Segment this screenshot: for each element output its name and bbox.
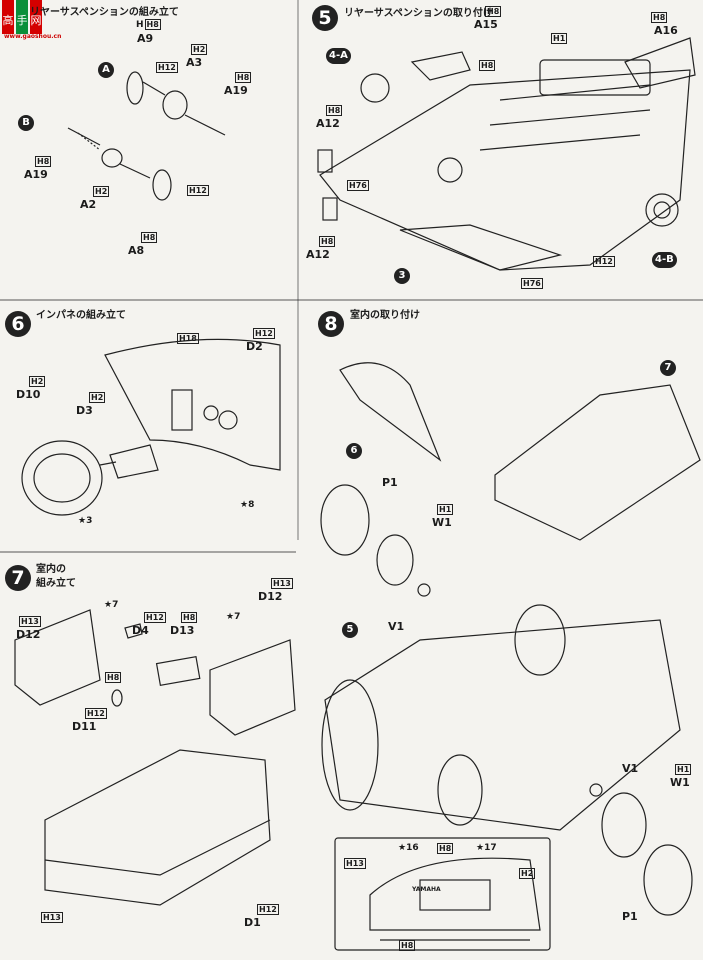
step5-box-4: H8 xyxy=(479,60,496,71)
step6-title: インパネの組み立て xyxy=(36,310,126,321)
step4-title: リヤーサスペンションの組み立て xyxy=(30,7,179,18)
step7-decal-7-left: ★7 xyxy=(104,600,119,610)
step8-number: 8 xyxy=(318,311,344,337)
watermark-url: www.gaoshou.cn xyxy=(4,33,62,40)
step5-ref-4a: 4-A xyxy=(326,48,351,64)
step8-sub-step-7: 7 xyxy=(660,360,676,376)
step4-box-2: H2 xyxy=(191,44,208,55)
inset-box-3: H2 xyxy=(519,868,536,879)
inset-label: YAMAHA xyxy=(412,886,441,893)
step4-box-4: H8 xyxy=(235,72,252,83)
step5-part-a15: A15 xyxy=(474,18,498,31)
step7-box-3: H8 xyxy=(181,612,198,623)
step6-decal-8: ★8 xyxy=(240,500,255,510)
step7-decal-7-right: ★7 xyxy=(226,612,241,622)
step8-part-v1-bottom: V1 xyxy=(622,762,639,775)
step8-part-w1-bottom: W1 xyxy=(670,776,690,789)
step7-part-d1: D1 xyxy=(244,916,261,929)
step6-box-3: H2 xyxy=(29,376,46,387)
step5-ref-4b: 4-B xyxy=(652,252,677,268)
step4-box-3: H12 xyxy=(156,62,178,73)
step5-number: 5 xyxy=(312,5,338,31)
step8-part-p1-bottom: P1 xyxy=(622,910,638,923)
step7-part-d12-right: D12 xyxy=(258,590,283,603)
step4-part-a19-top: A19 xyxy=(224,84,248,97)
step5-part-a12-top: A12 xyxy=(316,117,340,130)
inset-decal-16: ★16 xyxy=(398,843,419,853)
step6-box-2: H12 xyxy=(253,328,275,339)
watermark-logo: 高 手 网 xyxy=(2,0,42,34)
step6-number: 6 xyxy=(5,311,31,337)
step8-part-v1-top: V1 xyxy=(388,620,405,633)
step4-box-5: H8 xyxy=(35,156,52,167)
step4-part-a19-left: A19 xyxy=(24,168,48,181)
step5-box-7: H8 xyxy=(319,236,336,247)
step4-box-6: H2 xyxy=(93,186,110,197)
step6-part-d3: D3 xyxy=(76,404,93,417)
step7-box-6: H12 xyxy=(85,708,107,719)
step7-number: 7 xyxy=(5,565,31,591)
svg-text:手: 手 xyxy=(17,13,28,27)
step7-title-line1: 室内の xyxy=(36,564,66,575)
step6-box-4: H2 xyxy=(89,392,106,403)
step5-title: リヤーサスペンションの取り付け xyxy=(344,8,493,19)
step8-box-1: H1 xyxy=(437,504,454,515)
step7-box-4: H13 xyxy=(19,616,41,627)
step8-box-2: H1 xyxy=(675,764,692,775)
inset-box-1: H13 xyxy=(344,858,366,869)
step8-sub-step-5: 5 xyxy=(342,622,358,638)
step5-part-a12-bottom: A12 xyxy=(306,248,330,261)
step5-box-9: H76 xyxy=(521,278,543,289)
step4-part-a8: A8 xyxy=(128,244,145,257)
svg-text:网: 网 xyxy=(31,14,42,27)
inset-box-2: H8 xyxy=(437,843,454,854)
step4-set-a: A xyxy=(98,62,114,78)
step6-box-1: H18 xyxy=(177,333,199,344)
step8-part-p1-top: P1 xyxy=(382,476,398,489)
step5-sub-step: 3 xyxy=(394,268,410,284)
step4-part-a2: A2 xyxy=(80,198,97,211)
step7-part-d12-left: D12 xyxy=(16,628,41,641)
step7-box-5: H8 xyxy=(105,672,122,683)
step6-part-d10: D10 xyxy=(16,388,41,401)
step8-title: 室内の取り付け xyxy=(350,310,420,321)
step7-box-8: H12 xyxy=(257,904,279,915)
step7-part-d11: D11 xyxy=(72,720,97,733)
step5-box-3: H8 xyxy=(651,12,668,23)
step5-box-6: H76 xyxy=(347,180,369,191)
step4-part-a9: A9 xyxy=(137,32,154,45)
step5-box-1: H8 xyxy=(485,6,502,17)
step4-set-b: B xyxy=(18,115,34,131)
step7-box-7: H13 xyxy=(41,912,63,923)
inset-box-4: H8 xyxy=(399,940,416,951)
step7-box-2: H12 xyxy=(144,612,166,623)
step4-part-a3: A3 xyxy=(186,56,203,69)
svg-text:高: 高 xyxy=(3,13,14,27)
step7-part-d4: D4 xyxy=(132,624,149,637)
inset-decal-17: ★17 xyxy=(476,843,497,853)
step7-title-line2: 組み立て xyxy=(36,578,76,589)
step5-box-8: H12 xyxy=(593,256,615,267)
step8-sub-step-6: 6 xyxy=(346,443,362,459)
step5-part-a16: A16 xyxy=(654,24,678,37)
step6-part-d2: D2 xyxy=(246,340,263,353)
step5-box-2: H1 xyxy=(551,33,568,44)
step8-part-w1-top: W1 xyxy=(432,516,452,529)
step5-box-5: H8 xyxy=(326,105,343,116)
step7-box-1: H13 xyxy=(271,578,293,589)
step4-box-8: H8 xyxy=(141,232,158,243)
step7-part-d13: D13 xyxy=(170,624,195,637)
step4-box-7: H12 xyxy=(187,185,209,196)
step6-decal-3: ★3 xyxy=(78,516,93,526)
